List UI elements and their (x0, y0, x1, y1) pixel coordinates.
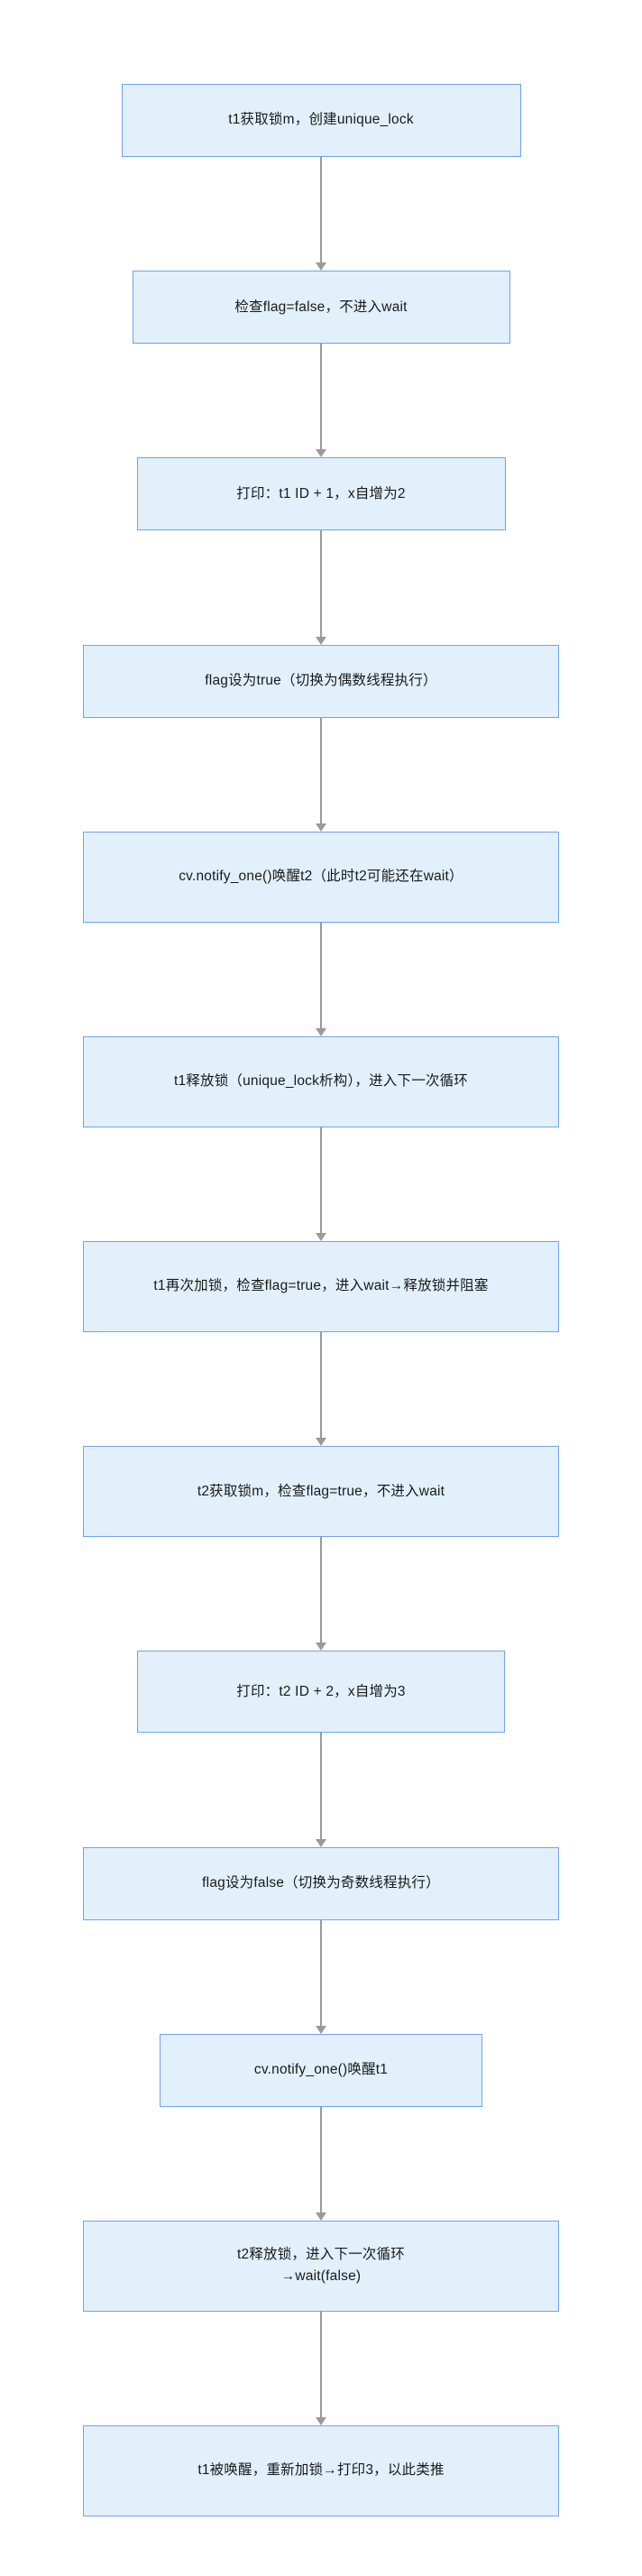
flow-arrowhead-n8-n9 (315, 1642, 326, 1651)
flow-node-label: 检查flag=false，不进入wait (234, 299, 408, 315)
flow-node-label: t1被唤醒，重新加锁→打印3，以此类推 (197, 2462, 445, 2479)
flow-node-label: flag设为false（切换为奇数线程执行） (202, 1874, 440, 1891)
flow-arrowhead-n5-n6 (315, 1027, 326, 1036)
flow-node-label: t2释放锁，进入下一次循环 →wait(false) (236, 2247, 406, 2285)
flow-arrowhead-n6-n7 (315, 1233, 326, 1241)
flow-node-n7: t1再次加锁，检查flag=true，进入wait→释放锁并阻塞 (83, 1241, 559, 1332)
flow-node-label: 打印：t2 ID + 2，x自增为3 (236, 1683, 406, 1699)
flow-node-n6: t1释放锁（unique_lock析构），进入下一次循环 (83, 1035, 559, 1127)
flow-node-label: 打印：t1 ID + 1，x自增为2 (236, 485, 406, 501)
flow-edge-n6-n7 (320, 1127, 322, 1234)
flow-node-n9: 打印：t2 ID + 2，x自增为3 (137, 1651, 505, 1734)
flow-arrowhead-n4-n5 (315, 823, 326, 832)
flow-node-label: t1释放锁（unique_lock析构），进入下一次循环 (173, 1073, 468, 1090)
flow-edge-n4-n5 (320, 717, 322, 824)
flow-node-n11: cv.notify_one()唤醒t1 (160, 2033, 482, 2107)
flow-edge-n12-n13 (320, 2311, 322, 2418)
flow-node-label: cv.notify_one()唤醒t1 (253, 2062, 389, 2078)
flow-node-label: flag设为true（切换为偶数线程执行） (205, 672, 437, 688)
flow-arrowhead-n9-n10 (315, 1838, 326, 1847)
flow-arrowhead-n10-n11 (315, 2025, 326, 2034)
flow-node-label: t1获取锁m，创建unique_lock (228, 112, 414, 128)
flow-node-label: t2获取锁m，检查flag=true，不进入wait (197, 1483, 445, 1499)
flow-edge-n7-n8 (320, 1332, 322, 1440)
flow-edge-n8-n9 (320, 1537, 322, 1644)
flow-edge-n9-n10 (320, 1733, 322, 1840)
flow-node-n10: flag设为false（切换为奇数线程执行） (83, 1846, 559, 1920)
flow-arrowhead-n3-n4 (315, 636, 326, 645)
flow-node-n8: t2获取锁m，检查flag=true，不进入wait (83, 1446, 559, 1538)
flow-edge-n2-n3 (320, 344, 322, 451)
flow-node-n13: t1被唤醒，重新加锁→打印3，以此类推 (83, 2425, 559, 2516)
flow-node-n3: 打印：t1 ID + 1，x自增为2 (136, 457, 506, 531)
flow-node-n1: t1获取锁m，创建unique_lock (121, 84, 521, 157)
flow-arrowhead-n1-n2 (315, 262, 326, 271)
flow-arrowhead-n12-n13 (315, 2417, 326, 2425)
flow-arrowhead-n2-n3 (315, 449, 326, 458)
flow-edge-n11-n12 (320, 2106, 322, 2213)
flow-edge-n1-n2 (320, 157, 322, 264)
flow-node-n12: t2释放锁，进入下一次循环 →wait(false) (83, 2220, 559, 2312)
flow-arrowhead-n7-n8 (315, 1438, 326, 1447)
flow-node-label: t1再次加锁，检查flag=true，进入wait→释放锁并阻塞 (153, 1278, 489, 1294)
flow-arrowhead-n11-n12 (315, 2212, 326, 2221)
flow-edge-n5-n6 (320, 922, 322, 1029)
flow-edge-n3-n4 (320, 530, 322, 638)
flow-node-n4: flag设为true（切换为偶数线程执行） (83, 644, 559, 718)
flow-node-n2: 检查flag=false，不进入wait (132, 271, 510, 345)
flow-edge-n10-n11 (320, 1919, 322, 2027)
flow-node-label: cv.notify_one()唤醒t2（此时t2可能还在wait） (179, 869, 463, 885)
flow-node-n5: cv.notify_one()唤醒t2（此时t2可能还在wait） (83, 831, 559, 923)
